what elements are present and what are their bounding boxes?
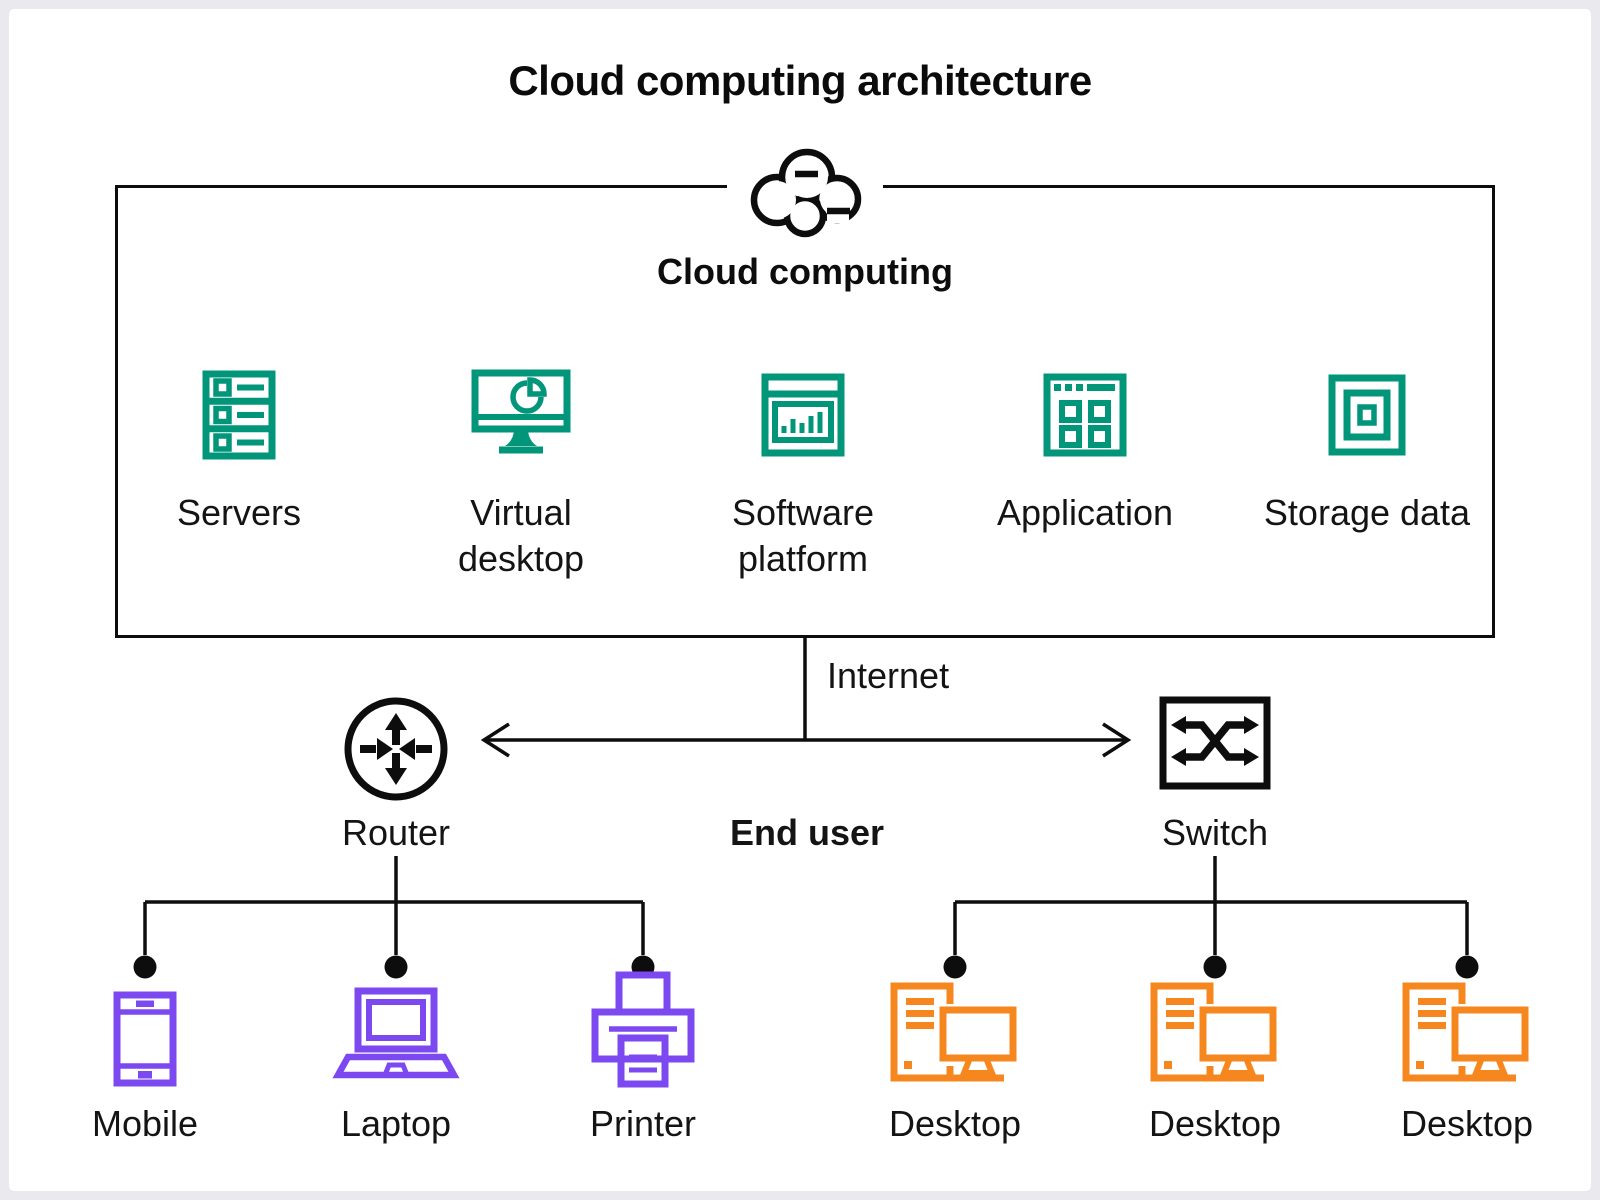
cloud-item-storage-data: Storage data — [1257, 367, 1477, 536]
router-tree-dots — [133, 955, 655, 979]
cloud-item-label: Servers — [176, 492, 302, 533]
cloud-icon — [727, 148, 883, 238]
switch-tree-lines — [953, 856, 1469, 955]
internet-label: Internet — [827, 655, 950, 696]
device-label-laptop: Laptop — [340, 1103, 452, 1144]
arrowhead-right-icon — [1102, 722, 1132, 758]
arrowhead-left-icon — [480, 722, 510, 758]
cloud-item-software-platform: Software platform — [693, 367, 913, 582]
cloud-box-label: Cloud computing — [657, 251, 953, 292]
cloud-item-application: Application — [975, 367, 1195, 536]
switch-tree-dots — [943, 955, 1479, 979]
application-icon — [1043, 373, 1127, 457]
software-platform-icon — [761, 373, 845, 457]
internet-connector-line — [480, 636, 1132, 758]
end-user-label: End user — [729, 812, 885, 853]
laptop-icon — [332, 987, 460, 1079]
storage-data-icon — [1328, 374, 1406, 456]
cloud-item-servers: Servers — [129, 367, 349, 536]
cloud-item-label: Virtual desktop — [457, 492, 585, 579]
printer-icon — [591, 971, 695, 1088]
device-label-desktop: Desktop — [888, 1103, 1022, 1144]
mobile-icon — [113, 991, 177, 1087]
device-label-printer: Printer — [589, 1103, 697, 1144]
device-label-desktop: Desktop — [1148, 1103, 1282, 1144]
page-title: Cloud computing architecture — [508, 57, 1092, 104]
cloud-item-label: Storage data — [1263, 492, 1471, 533]
desktop-icon — [1402, 982, 1531, 1082]
virtual-desktop-icon — [471, 369, 571, 454]
servers-icon — [202, 370, 276, 460]
cloud-item-label: Software platform — [731, 492, 875, 579]
router-label: Router — [341, 812, 451, 853]
router-icon — [344, 697, 448, 801]
switch-icon — [1159, 696, 1271, 790]
device-label-mobile: Mobile — [91, 1103, 199, 1144]
cloud-item-label: Application — [996, 492, 1174, 533]
desktop-icon — [1150, 982, 1279, 1082]
cloud-item-virtual-desktop: Virtual desktop — [411, 367, 631, 582]
router-tree-lines — [143, 856, 645, 955]
device-label-desktop: Desktop — [1400, 1103, 1534, 1144]
switch-label: Switch — [1161, 812, 1269, 853]
desktop-icon — [890, 982, 1019, 1082]
